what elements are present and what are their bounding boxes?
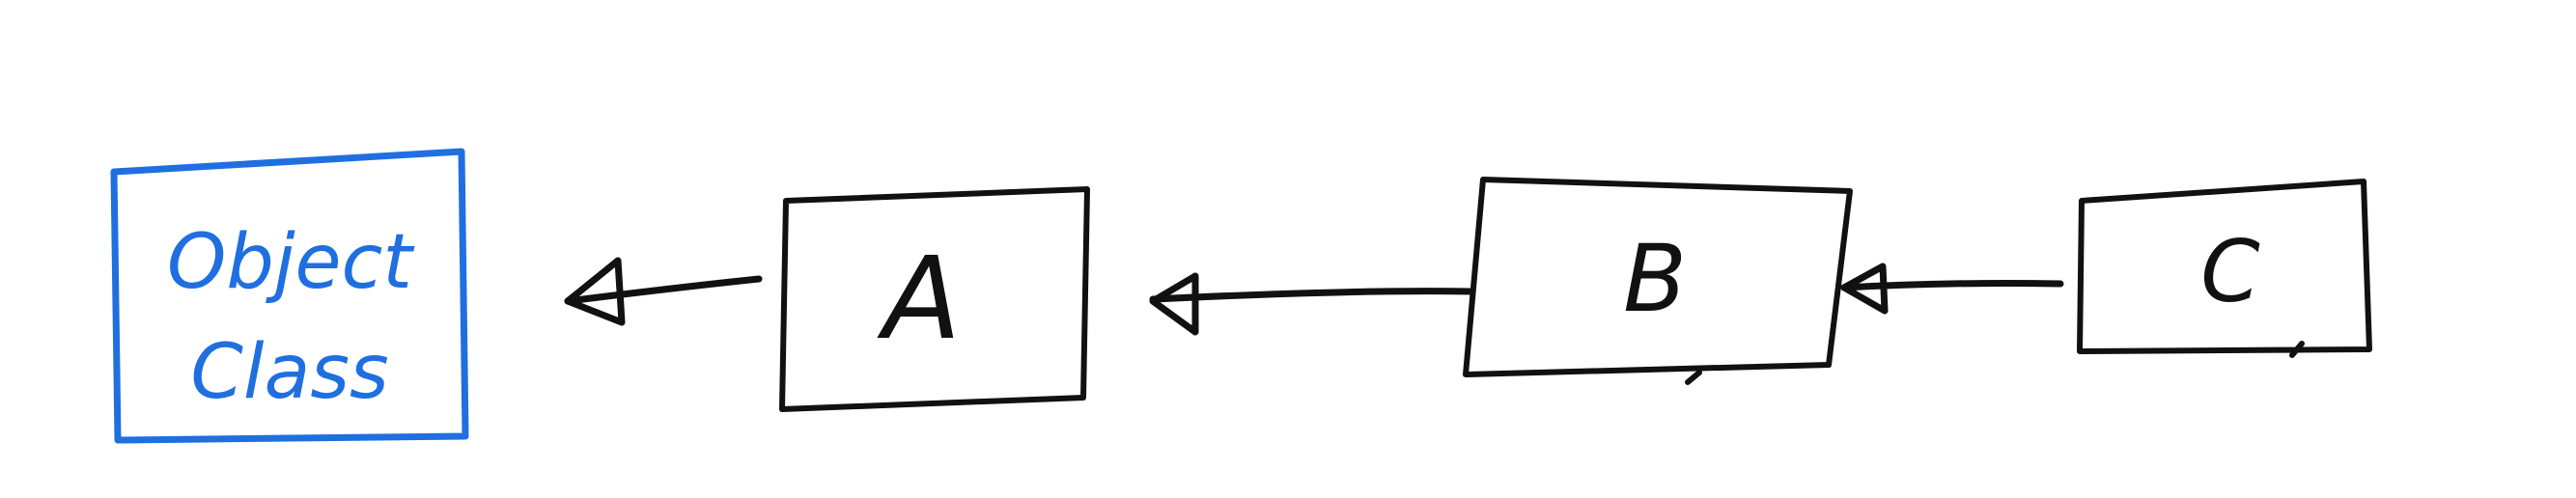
- object-class-node: Object Class: [110, 148, 469, 444]
- class-b-label: B: [1623, 225, 1687, 333]
- arrow-c-to-b: [1840, 263, 2064, 315]
- class-c-node: C: [2077, 179, 2372, 358]
- object-class-box: [110, 148, 469, 444]
- class-a-node: A: [779, 186, 1090, 412]
- object-class-label-line1: Object: [167, 219, 414, 306]
- class-a-label: A: [877, 232, 962, 365]
- class-c-label: C: [2200, 222, 2260, 321]
- arrow-a-to-object: [564, 257, 763, 326]
- arrow-b-to-a-head: [1149, 272, 1199, 336]
- class-a-box: [779, 186, 1090, 412]
- arrow-b-to-a: [1149, 272, 1475, 336]
- arrow-b-to-a-line: [1149, 288, 1475, 303]
- arrow-c-to-b-line: [1840, 280, 2064, 291]
- class-b-node: B: [1463, 177, 1853, 385]
- arrow-a-to-object-head: [564, 257, 626, 326]
- arrow-a-to-object-line: [564, 275, 763, 305]
- object-class-label-line2: Class: [190, 329, 388, 416]
- arrow-c-to-b-head: [1840, 263, 1889, 315]
- class-b-box: [1463, 177, 1853, 385]
- class-c-box: [2077, 179, 2372, 358]
